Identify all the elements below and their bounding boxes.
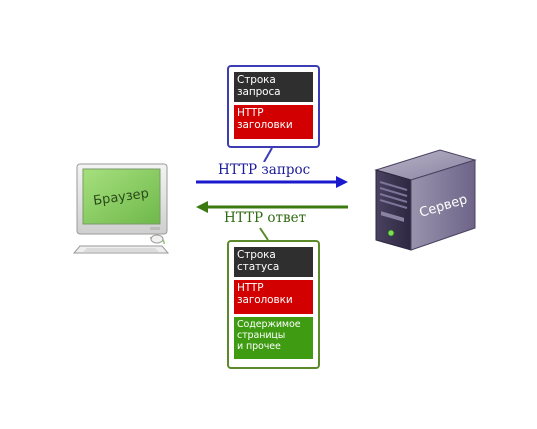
status-line-block: Строка статуса [234, 247, 313, 277]
response-arrow [196, 201, 348, 213]
request-box-connector [263, 147, 273, 163]
request-line-block: Строка запроса [234, 72, 313, 102]
request-headers-block: HTTP заголовки [234, 105, 313, 139]
request-arrow [196, 176, 348, 188]
response-structure-box: Строка статуса HTTP заголовки Содержимое… [227, 240, 320, 369]
request-structure-box: Строка запроса HTTP заголовки [227, 65, 320, 148]
server-power-led [387, 229, 395, 237]
response-box-connector [259, 227, 269, 241]
server-icon [374, 149, 477, 251]
request-arrow-label: HTTP запрос [216, 162, 313, 178]
response-body-block: Содержимое страницы и прочее [234, 317, 313, 359]
monitor-screen [82, 168, 161, 225]
browser-computer-icon [72, 163, 170, 254]
response-arrow-label: HTTP ответ [222, 210, 309, 226]
response-headers-block: HTTP заголовки [234, 280, 313, 314]
